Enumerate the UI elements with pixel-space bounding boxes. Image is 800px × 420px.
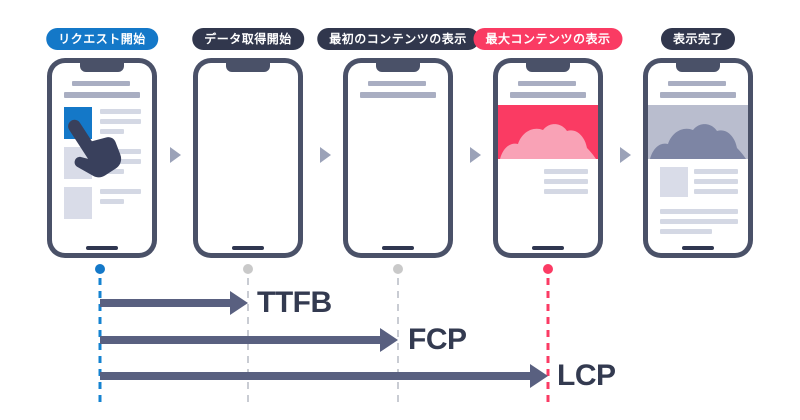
lcp-arrow	[100, 372, 530, 380]
hero-image-placeholder	[648, 105, 748, 159]
metric-label-ttfb: TTFB	[257, 286, 332, 319]
home-indicator	[682, 246, 714, 250]
timeline-dot-largest-content	[543, 264, 553, 274]
hand-cursor-icon	[52, 99, 139, 193]
next-stage-arrow-icon	[320, 147, 331, 163]
phone-notch	[376, 63, 420, 72]
home-indicator	[86, 246, 118, 250]
timeline-line-largest-content	[546, 278, 550, 402]
timeline-dot-first-content	[393, 264, 403, 274]
fcp-arrowhead-icon	[380, 328, 398, 352]
phone-screen	[498, 63, 598, 253]
ttfb-arrow	[100, 299, 230, 307]
mountain-blob-icon	[650, 124, 746, 159]
metric-label-lcp: LCP	[557, 359, 616, 392]
phone-screen	[348, 63, 448, 253]
phone-stage-display-complete	[643, 58, 753, 258]
hero-image-placeholder	[498, 105, 598, 159]
timeline-dot-fetch-start	[243, 264, 253, 274]
phone-notch	[526, 63, 570, 72]
next-stage-arrow-icon	[470, 147, 481, 163]
lcp-arrowhead-icon	[530, 364, 548, 388]
ttfb-arrowhead-icon	[230, 291, 248, 315]
timeline-line-first-content	[397, 278, 399, 402]
next-stage-arrow-icon	[170, 147, 181, 163]
phone-screen	[648, 63, 748, 253]
phone-notch	[226, 63, 270, 72]
timeline-dot-request-start	[95, 264, 105, 274]
phone-screen	[52, 63, 152, 253]
stage-badge-fetch-start: データ取得開始	[192, 28, 304, 50]
metric-label-fcp: FCP	[408, 323, 467, 356]
phone-stage-first-content	[343, 58, 453, 258]
stage-badge-largest-content: 最大コンテンツの表示	[473, 28, 623, 50]
home-indicator	[232, 246, 264, 250]
phone-notch	[676, 63, 720, 72]
home-indicator	[532, 246, 564, 250]
phone-stage-largest-content	[493, 58, 603, 258]
phone-stage-fetch-start	[193, 58, 303, 258]
phone-stage-request-start	[47, 58, 157, 258]
mountain-blob-icon	[500, 124, 596, 159]
phone-screen	[198, 63, 298, 253]
phone-notch	[80, 63, 124, 72]
next-stage-arrow-icon	[620, 147, 631, 163]
stage-badge-first-content: 最初のコンテンツの表示	[317, 28, 479, 50]
stage-badge-request-start: リクエスト開始	[46, 28, 158, 50]
home-indicator	[382, 246, 414, 250]
fcp-arrow	[100, 336, 380, 344]
stage-badge-display-complete: 表示完了	[660, 28, 736, 50]
